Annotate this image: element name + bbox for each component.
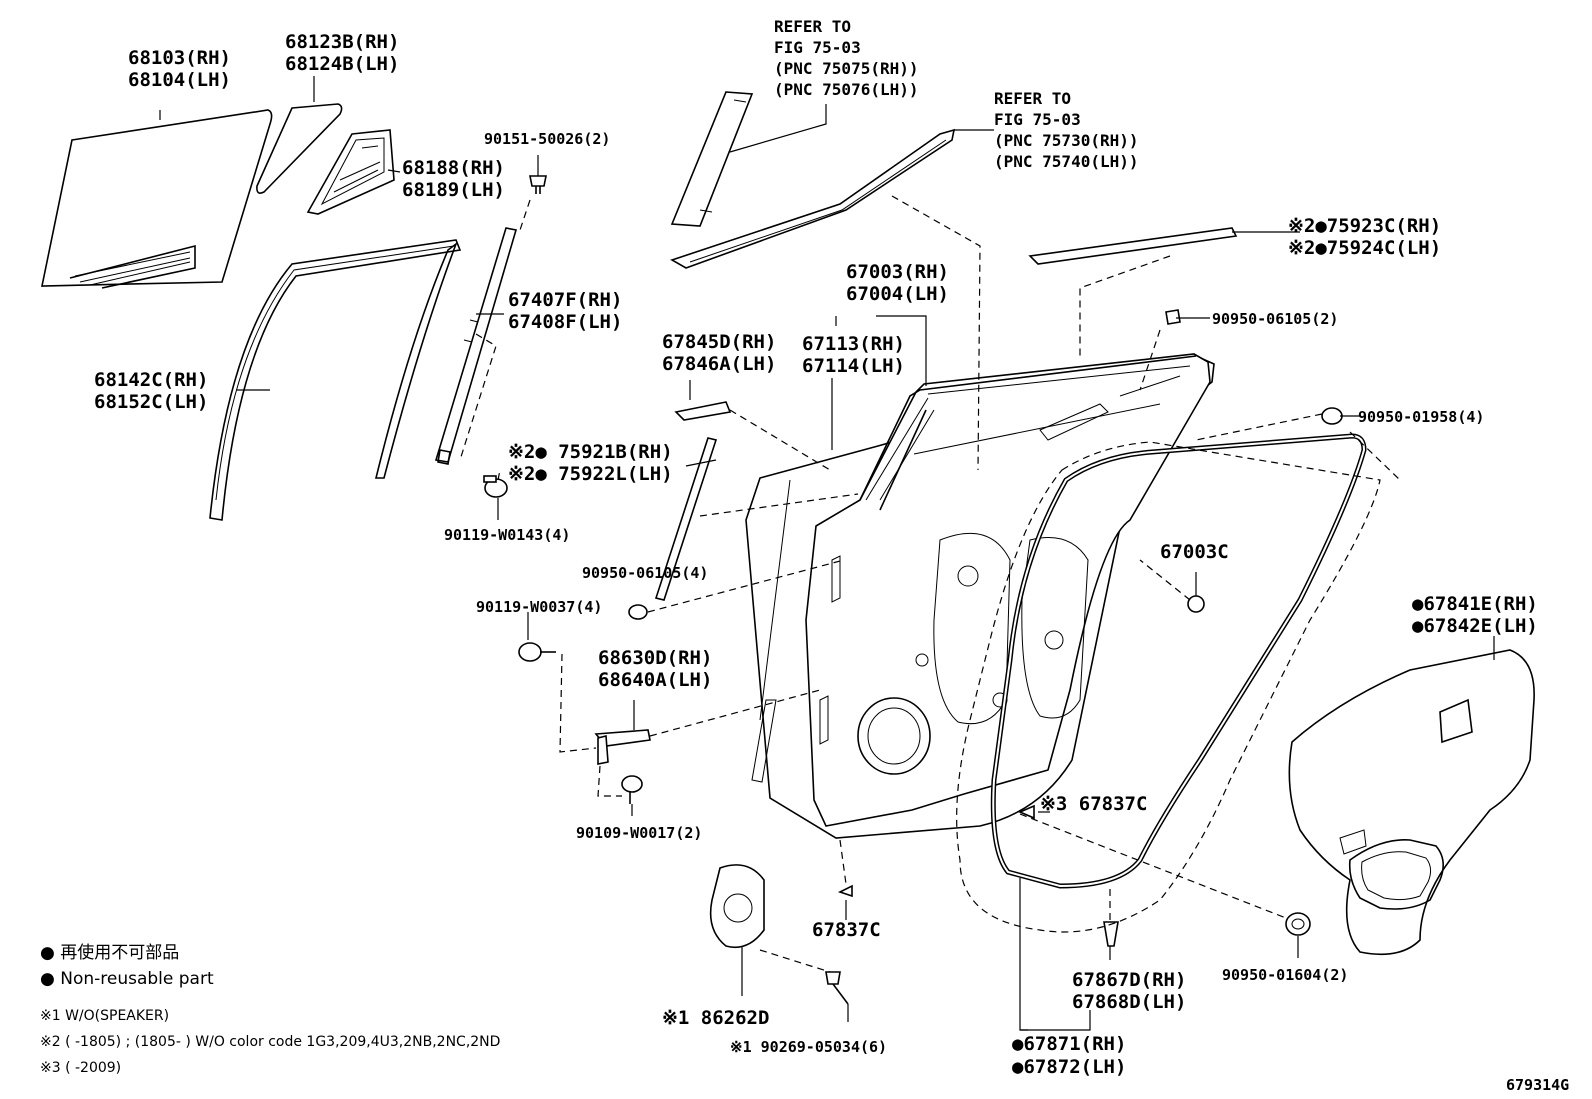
ref1-line1: REFER TO [774,17,851,36]
label-90950-01958: 90950-01958(4) [1358,408,1484,426]
legend-en: ● Non-reusable part [40,969,214,989]
door-moulding-upper [1028,227,1238,265]
figure-id: 679314G [1506,1076,1569,1094]
ref2-line4: (PNC 75740(LH)) [994,152,1139,171]
label-68640a: 68640A(LH) [598,669,712,691]
ref2-line3: (PNC 75730(RH)) [994,131,1139,150]
ref2-line1: REFER TO [994,89,1071,108]
door-moulding-rear [654,437,718,601]
label-90119-w0143: 90119-W0143(4) [444,526,570,544]
door-opening-outline [956,441,1381,933]
note-2: ※2 ( -1805) ; (1805- ) W/O color code 1G… [40,1034,500,1050]
bolt-90119-w0037-icon [518,642,556,662]
label-67841e: ●67841E(RH) [1412,593,1538,615]
clip-67867d-icon [1103,921,1119,947]
belt-moulding-outer [670,91,754,227]
label-67837c-b: 67837C [812,919,881,941]
glass-run-channel [209,239,462,521]
door-weatherstrip [990,433,1367,889]
label-67872: ●67872(LH) [1012,1056,1126,1078]
service-hole-cover [1288,649,1535,956]
label-68124b: 68124B(LH) [285,53,399,75]
division-bar [434,227,518,465]
speaker-cover [709,864,765,949]
ref2-line2: FIG 75-03 [994,110,1081,129]
label-68152c: 68152C(LH) [94,391,208,413]
plug-67003c-icon [1187,595,1205,613]
label-67846a: 67846A(LH) [662,353,776,375]
check-bracket [674,401,732,421]
label-67867d: 67867D(RH) [1072,969,1186,991]
clip-90950-06105-upper-icon [1165,309,1181,325]
label-67113: 67113(RH) [802,333,905,355]
label-67842e: ●67842E(LH) [1412,615,1538,637]
ref1-line4: (PNC 75076(LH)) [774,80,919,99]
label-90269: ※1 90269-05034(6) [730,1038,887,1056]
door-window-frame [859,355,1197,511]
label-67114: 67114(LH) [802,355,905,377]
label-90950-01604: 90950-01604(2) [1222,966,1348,984]
grommet-90950-01604-icon [1285,912,1311,936]
label-68103: 68103(RH) [128,47,231,69]
label-68188: 68188(RH) [402,157,505,179]
screw-90151-icon [529,175,547,194]
bolt-90119-w0143-icon [483,475,508,498]
label-75921b: ※2● 75921B(RH) [508,441,673,463]
label-67871: ●67871(RH) [1012,1033,1126,1055]
clip-90950-06105-icon [628,604,648,620]
label-67407f: 67407F(RH) [508,289,622,311]
label-75922l: ※2● 75922L(LH) [508,463,673,485]
label-90109-w0017: 90109-W0017(2) [576,824,702,842]
label-67868d: 67868D(LH) [1072,991,1186,1013]
label-67845d: 67845D(RH) [662,331,776,353]
label-75924c: ※2●75924C(LH) [1288,237,1441,259]
leader-lines [159,76,1495,1031]
label-86262d: ※1 86262D [662,1007,769,1029]
screw-90269-icon [825,971,849,1005]
label-68104: 68104(LH) [128,69,231,91]
belt-weatherstrip [670,128,956,269]
door-inner-panel [805,353,1211,827]
label-67408f: 67408F(LH) [508,311,622,333]
label-90950-06105-4: 90950-06105(4) [582,564,708,582]
legend-jp: ● 再使用不可部品 [40,942,179,963]
label-68142c: 68142C(RH) [94,369,208,391]
label-90151: 90151-50026(2) [484,130,610,148]
label-75923c: ※2●75923C(RH) [1288,215,1441,237]
label-68189: 68189(LH) [402,179,505,201]
label-90119-w0037: 90119-W0037(4) [476,598,602,616]
label-67004: 67004(LH) [846,283,949,305]
ref1-line3: (PNC 75075(RH)) [774,59,919,78]
quarter-frame [306,129,395,215]
clip-90950-01958-icon [1321,407,1343,425]
quarter-glass [256,103,343,194]
label-68123b: 68123B(RH) [285,31,399,53]
ref1-line2: FIG 75-03 [774,38,861,57]
hole-plug-mid-icon [1017,804,1035,820]
door-outer-panel [745,355,1215,839]
label-67837c-a: ※3 67837C [1040,793,1147,815]
rear-door-glass [41,109,273,289]
note-1: ※1 W/O(SPEAKER) [40,1008,169,1024]
guide-lines [459,195,1401,973]
label-90950-06105-2: 90950-06105(2) [1212,310,1338,328]
bolt-90109-w0017-icon [621,775,643,804]
label-67003c: 67003C [1160,541,1229,563]
note-3: ※3 ( -2009) [40,1060,121,1076]
door-hinge [594,729,651,765]
label-67003: 67003(RH) [846,261,949,283]
hole-plug-lower-icon [837,884,853,898]
label-68630d: 68630D(RH) [598,647,712,669]
